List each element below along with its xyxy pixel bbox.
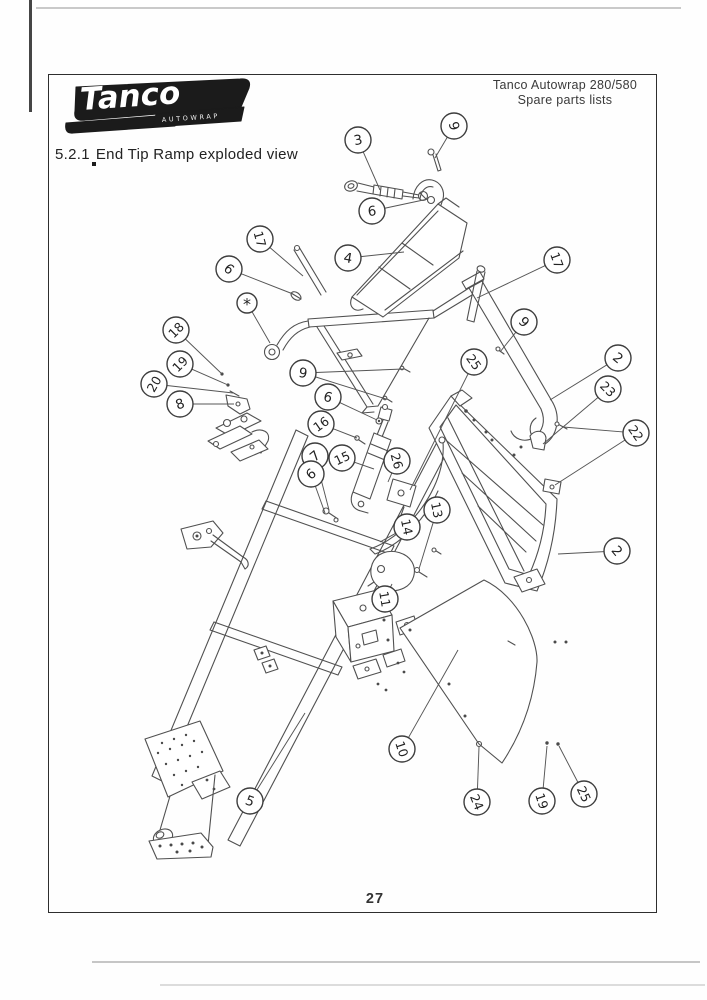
svg-text:6: 6 <box>322 389 334 407</box>
callout-19: 19 <box>166 350 229 386</box>
callout-5: 5 <box>236 712 306 815</box>
svg-text:9: 9 <box>445 120 463 132</box>
section-title: End Tip Ramp exploded view <box>95 146 298 163</box>
callout-18: 18 <box>162 316 223 375</box>
scan-edge-line-bottom2 <box>160 984 705 986</box>
logo-sub-tab <box>152 106 245 128</box>
svg-text:17: 17 <box>547 250 567 270</box>
tip-frame-weldment <box>263 271 485 414</box>
svg-text:4: 4 <box>342 250 353 267</box>
svg-text:*: * <box>243 295 251 314</box>
callout-2: 2 <box>549 344 632 401</box>
callout-2: 2 <box>557 537 631 565</box>
callout-22: 22 <box>554 419 650 486</box>
side-sheet-panel <box>399 579 568 764</box>
callout-3: 3 <box>344 126 381 191</box>
callout-25: 25 <box>409 348 488 491</box>
hydraulic-cylinder <box>350 403 393 514</box>
scan-mark-left <box>29 0 32 112</box>
section-heading: 5.2.1 End Tip Ramp exploded view <box>55 146 298 166</box>
callout-17: 17 <box>476 246 571 299</box>
callout-16: 16 <box>307 410 358 439</box>
svg-text:22: 22 <box>625 422 646 444</box>
section-number: 5.2.1 <box>55 146 96 166</box>
callout-13: 13 <box>418 496 451 570</box>
hinge-bracket-cluster <box>207 412 270 462</box>
pivot-bracket <box>386 478 417 521</box>
page-number: 27 <box>365 891 385 907</box>
small-fasteners <box>322 365 442 578</box>
svg-text:10: 10 <box>392 739 411 759</box>
curved-hose-arm <box>369 436 446 555</box>
callout-9: 9 <box>289 359 404 400</box>
callout-23: 23 <box>542 375 622 445</box>
callout-20: 20 <box>140 370 234 398</box>
callout-4: 4 <box>334 244 405 272</box>
svg-text:19: 19 <box>532 791 551 811</box>
callout-14: 14 <box>379 513 421 543</box>
callout-6: 6 <box>358 197 429 225</box>
callout-6: 6 <box>297 460 326 514</box>
callout-24: 24 <box>463 746 491 816</box>
foot-assembly <box>148 774 216 860</box>
strut-hook-bracket <box>412 179 445 218</box>
callout-26: 26 <box>383 447 411 483</box>
tanco-logo: Tanco AUTOWRAP <box>65 76 251 134</box>
callout-11: 11 <box>371 583 399 613</box>
callout-layer: 3964176*17918192089616251576261413112232… <box>140 112 650 816</box>
callout-6: 6 <box>314 383 378 421</box>
logo-swoosh <box>65 113 183 134</box>
callout-8: 8 <box>166 390 234 418</box>
scan-edge-line-bottom1 <box>92 961 700 963</box>
page-border-frame <box>48 74 657 913</box>
logo-brand-text: Tanco <box>79 76 181 118</box>
clip-left <box>290 291 302 301</box>
latch-bracket <box>220 372 251 415</box>
shim-plates <box>253 645 279 674</box>
gate-frame <box>428 346 568 593</box>
callout-10: 10 <box>388 649 459 763</box>
callout-9: 9 <box>499 308 538 353</box>
callout-9: 9 <box>434 112 468 159</box>
pivot-pin-right <box>466 265 486 323</box>
scan-edge-line-top <box>36 7 681 9</box>
header-title: Tanco Autowrap 280/580 <box>492 78 638 92</box>
svg-text:25: 25 <box>463 351 484 373</box>
svg-text:14: 14 <box>398 518 416 537</box>
callout-19: 19 <box>528 745 556 815</box>
header-subtitle: Spare parts lists <box>517 92 613 107</box>
svg-text:24: 24 <box>467 792 487 812</box>
svg-text:3: 3 <box>352 132 363 149</box>
callout-25: 25 <box>558 745 598 808</box>
side-latch <box>180 520 249 570</box>
callout-star: * <box>236 292 271 344</box>
callout-15: 15 <box>328 444 375 472</box>
callout-6: 6 <box>215 255 294 295</box>
gas-strut <box>344 180 436 205</box>
svg-text:11: 11 <box>376 590 394 608</box>
document-header: Tanco Autowrap 280/580 Spare parts lists <box>470 78 660 107</box>
pin-top <box>427 148 442 172</box>
svg-text:25: 25 <box>574 784 594 805</box>
svg-text:6: 6 <box>367 203 377 220</box>
svg-text:26: 26 <box>388 451 407 470</box>
roller-housing <box>367 550 415 592</box>
svg-text:15: 15 <box>332 448 353 468</box>
scan-dot-artifact <box>92 162 96 166</box>
svg-text:13: 13 <box>428 501 446 520</box>
pivot-rod-left <box>293 244 327 296</box>
svg-text:20: 20 <box>144 373 165 394</box>
svg-text:16: 16 <box>310 413 332 434</box>
callout-17: 17 <box>246 225 304 277</box>
svg-text:17: 17 <box>251 229 270 248</box>
svg-text:9: 9 <box>297 365 308 382</box>
